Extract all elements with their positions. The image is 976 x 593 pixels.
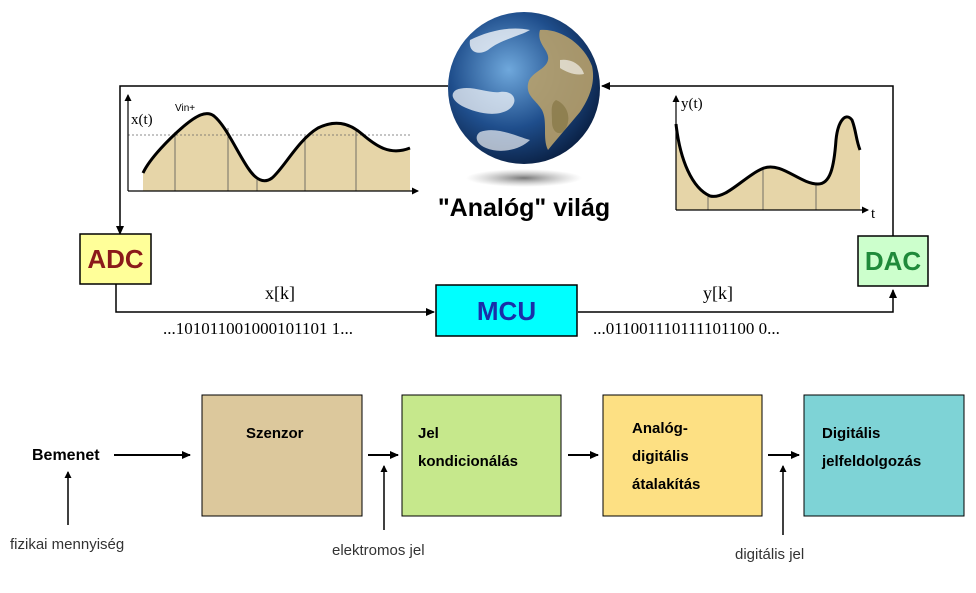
earth-to-adc-arrow	[116, 85, 448, 235]
input-signal-graph: x(t) Vin+	[124, 94, 419, 195]
mcu-block: MCU	[435, 284, 578, 337]
signal-conditioning-block: Jel kondicionálás	[401, 394, 562, 517]
physical-quantity-label: fizikai mennyiség	[10, 536, 124, 553]
adc-conversion-block: Analóg- digitális átalakítás	[602, 394, 763, 517]
sensor-block: Szenzor	[201, 394, 363, 517]
feedback-loop	[115, 82, 897, 316]
adc-label: ADC	[87, 244, 144, 274]
adc-conversion-label-line-3: átalakítás	[632, 476, 700, 493]
vin-peak-label: Vin+	[175, 103, 195, 114]
input-bitstream: ...101011001000101101 1...	[163, 319, 353, 338]
adc-conversion-label-line-2: digitális	[632, 448, 689, 465]
adc-block: ADC	[79, 233, 152, 285]
signal-chain: Bemenet fizikai mennyiség Szenzor Jel ko…	[10, 394, 965, 563]
dsp-label-line-1: Digitális	[822, 425, 880, 442]
dac-to-earth-arrow	[601, 82, 894, 236]
output-x-label: t	[871, 206, 876, 222]
input-y-label: x(t)	[131, 112, 153, 128]
xk-label: x[k]	[265, 283, 295, 303]
dac-label: DAC	[865, 246, 922, 276]
sensor-label: Szenzor	[246, 425, 304, 442]
earth-icon	[448, 12, 600, 187]
dac-block: DAC	[857, 235, 929, 287]
world-label: "Analóg" világ	[438, 194, 610, 222]
mcu-label: MCU	[477, 296, 536, 326]
input-waveform	[141, 112, 411, 183]
output-waveform	[674, 115, 862, 198]
conditioning-label-line-1: Jel	[418, 425, 439, 442]
digital-signal-label: digitális jel	[735, 546, 804, 563]
dsp-block: Digitális jelfeldolgozás	[803, 394, 965, 517]
electrical-signal-label: elektromos jel	[332, 542, 425, 559]
mcu-to-dac-arrow	[578, 289, 897, 313]
output-signal-graph: y(t) t	[672, 95, 876, 222]
dsp-label-line-2: jelfeldolgozás	[821, 453, 921, 470]
yk-label: y[k]	[703, 283, 733, 303]
conditioning-label-line-2: kondicionálás	[418, 453, 518, 470]
input-label: Bemenet	[32, 447, 100, 464]
output-y-label: y(t)	[681, 96, 703, 112]
adc-to-mcu-arrow	[115, 284, 435, 316]
adc-conversion-label-line-1: Analóg-	[632, 420, 688, 437]
output-bitstream: ...011001110111101100 0...	[593, 319, 780, 338]
